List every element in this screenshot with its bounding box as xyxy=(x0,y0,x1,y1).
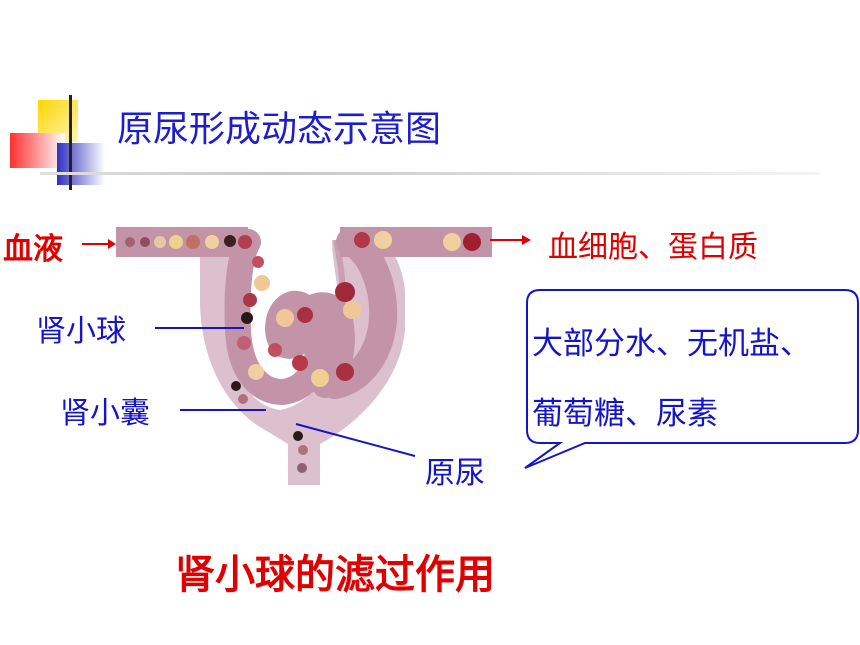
corner-decoration xyxy=(10,95,820,190)
blood-cell xyxy=(354,232,370,248)
page-title: 原尿形成动态示意图 xyxy=(117,109,442,150)
blood-cell xyxy=(292,355,308,371)
filtrate-particle xyxy=(238,394,248,404)
blood-cell xyxy=(237,336,251,350)
blood-cell xyxy=(125,237,135,247)
blood-cell xyxy=(241,312,253,324)
blood-cell xyxy=(311,369,329,387)
vertical-rule xyxy=(69,95,72,190)
blood-cell xyxy=(268,343,282,357)
blood-cell xyxy=(343,301,361,319)
blood-cell xyxy=(243,293,257,307)
label-primary-urine: 原尿 xyxy=(425,456,485,491)
blood-cell xyxy=(336,363,354,381)
blood-cell xyxy=(224,235,236,247)
blood-cell xyxy=(205,235,219,249)
filtrate-particle xyxy=(297,463,307,473)
urine-leader xyxy=(295,423,416,457)
blood-cell xyxy=(252,256,264,268)
label-glomerulus: 肾小球 xyxy=(36,314,126,349)
blood-cell xyxy=(186,235,200,249)
callout-bubble xyxy=(524,289,859,469)
title-underline xyxy=(40,172,820,175)
blood-cell xyxy=(254,275,270,291)
label-bowmans-capsule: 肾小囊 xyxy=(60,396,150,431)
glomerulus-loop-outer xyxy=(321,228,398,399)
blood-cell xyxy=(248,364,264,380)
callout-line-2: 葡萄糖、尿素 xyxy=(532,396,718,432)
blood-cell xyxy=(140,237,150,247)
blood-cell xyxy=(374,231,392,249)
callout-line-1: 大部分水、无机盐、 xyxy=(532,326,811,362)
outflow-arrowhead xyxy=(522,235,531,245)
blood-cells xyxy=(125,231,481,473)
slide-caption: 肾小球的滤过作用 xyxy=(175,552,495,598)
blood-cell xyxy=(238,235,252,249)
glomerulus-loop-right xyxy=(272,292,355,398)
label-blood-cells-protein: 血细胞、蛋白质 xyxy=(548,230,758,265)
nephron-diagram xyxy=(116,227,492,485)
filtrate-particle xyxy=(298,445,308,455)
blood-cell xyxy=(154,236,166,248)
blue-square xyxy=(57,143,105,185)
blood-cell xyxy=(169,235,183,249)
blood-cell xyxy=(297,307,313,323)
glomerulus-loop-left xyxy=(224,229,332,406)
filtrate-particle xyxy=(231,381,241,391)
flow-arrows xyxy=(82,235,531,249)
blood-cell xyxy=(276,309,294,327)
leader-lines xyxy=(155,327,416,457)
filtrate-particle xyxy=(293,431,303,441)
blood-cell xyxy=(335,282,355,302)
blood-cell xyxy=(463,233,481,251)
red-square xyxy=(10,133,65,168)
label-blood: 血液 xyxy=(3,232,63,267)
inflow-arrowhead xyxy=(108,239,116,249)
blood-cell xyxy=(443,233,461,251)
